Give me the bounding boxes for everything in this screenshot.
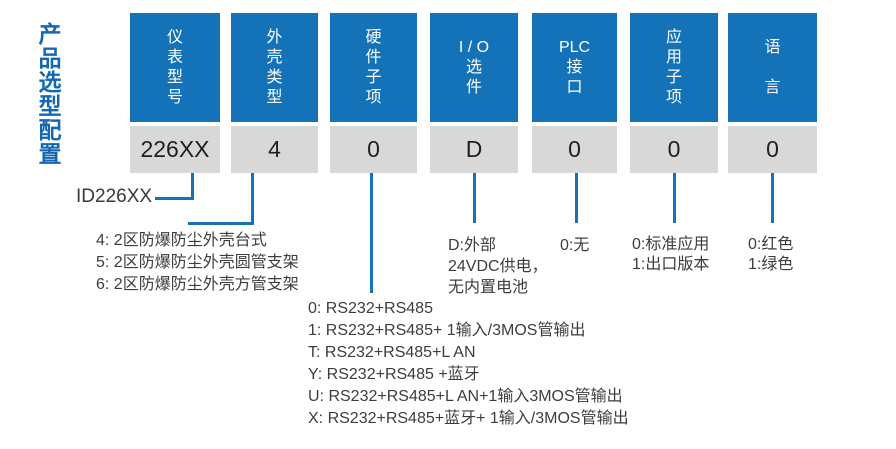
column-value-io-option: D [430, 126, 518, 173]
column-header-language: 语 言 [728, 13, 817, 122]
column-header-instrument-model: 仪 表 型 号 [130, 13, 220, 122]
model-prefix-label: ID226XX [76, 186, 153, 207]
column-value-language: 0 [728, 126, 817, 173]
column-header-application-subitem: 应 用 子 项 [630, 13, 718, 122]
connector-io-option [473, 173, 476, 223]
connector-language [771, 173, 774, 223]
connector-enclosure-type [188, 173, 254, 225]
language-note: 0:红色 1:绿色 [748, 236, 794, 273]
column-header-hardware-subitem: 硬 件 子 项 [330, 13, 417, 122]
hardware-options-note: 0: RS232+RS485 1: RS232+RS485+ 1输入/3MOS管… [308, 300, 629, 427]
enclosure-options-note: 4: 2区防爆防尘外壳台式 5: 2区防爆防尘外壳圆管支架 6: 2区防爆防尘外… [96, 232, 299, 293]
column-value-hardware-subitem: 0 [330, 126, 417, 173]
application-subitem-note: 0:标准应用 1:出口版本 [632, 236, 710, 273]
io-option-note: D:外部 24VDC供电， 无内置电池 [448, 237, 548, 296]
column-header-enclosure-type: 外 壳 类 型 [231, 13, 318, 122]
connector-plc-interface [575, 173, 578, 223]
connector-application-subitem [673, 173, 676, 223]
connector-hardware-subitem [370, 173, 373, 293]
plc-interface-note: 0:无 [560, 237, 590, 254]
column-header-plc-interface: PLC 接 口 [532, 13, 617, 122]
connector-instrument-model [155, 173, 194, 200]
column-value-application-subitem: 0 [630, 126, 718, 173]
column-value-plc-interface: 0 [532, 126, 617, 173]
column-value-enclosure-type: 4 [231, 126, 318, 173]
column-value-instrument-model: 226XX [130, 126, 220, 173]
page-title: 产 品 选 型 配 置 [38, 21, 62, 167]
column-header-io-option: I / O 选 件 [430, 13, 518, 122]
